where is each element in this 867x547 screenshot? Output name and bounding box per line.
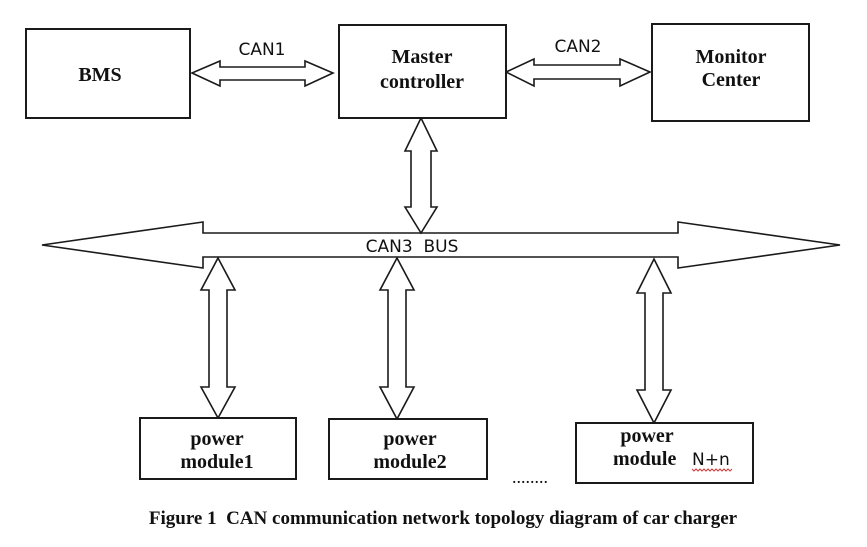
bms-label: BMS: [78, 64, 121, 86]
can1-label: CAN1: [238, 40, 285, 60]
can1-arrow: [190, 59, 335, 88]
power-module-n-box: [575, 422, 754, 484]
pmn-label-suffix: N+n: [692, 450, 730, 470]
monitor-center-box: [651, 23, 810, 122]
pmn-bus-arrow: [635, 257, 673, 425]
pm2-bus-arrow: [378, 256, 416, 421]
can3-bus-arrow: [41, 221, 841, 269]
master-bus-arrow: [403, 116, 439, 235]
pm2-label-line1: power: [383, 428, 436, 450]
can2-label: CAN2: [554, 37, 601, 57]
figure-caption: Figure 1 CAN communication network topol…: [149, 508, 738, 529]
pm1-label-line1: power: [190, 428, 243, 450]
can3-bus-label: CAN3 BUS: [366, 237, 459, 257]
pmn-label-line2: module: [613, 448, 676, 470]
power-module-2-box: [328, 418, 488, 480]
spellcheck-underline: [691, 468, 733, 472]
pm1-bus-arrow: [199, 256, 237, 420]
power-module-1-box: [139, 417, 297, 480]
master-label-line2: controller: [380, 71, 464, 93]
pm1-label-line2: module1: [180, 451, 253, 473]
master-controller-box: [338, 24, 507, 119]
monitor-label-line1: Monitor: [695, 46, 766, 68]
pmn-label-line1: power: [620, 425, 673, 447]
bms-box: [25, 28, 191, 119]
monitor-label-line2: Center: [702, 69, 761, 91]
ellipsis: ........: [512, 467, 548, 487]
can2-arrow: [504, 57, 652, 88]
master-label-line1: Master: [391, 46, 452, 68]
pm2-label-line2: module2: [373, 451, 446, 473]
